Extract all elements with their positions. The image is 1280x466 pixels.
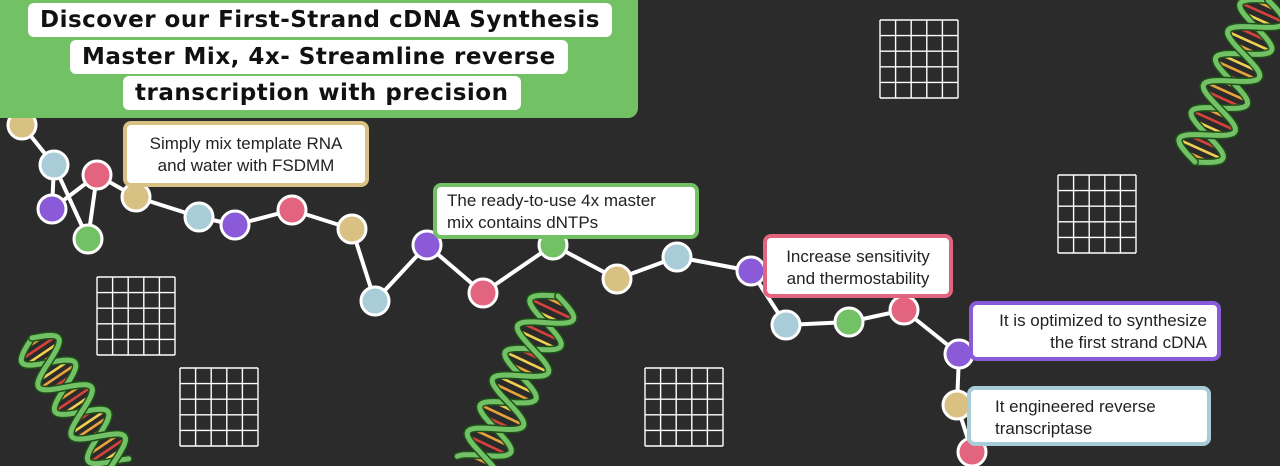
callout-line: Simply mix template RNA (149, 134, 343, 153)
grid-pattern-icon (96, 276, 176, 356)
chain-node (36, 193, 68, 225)
chain-node (183, 201, 215, 233)
callout-ready-to-use: The ready-to-use 4x master mix contains … (433, 183, 699, 239)
chain-node (276, 194, 308, 226)
callout-line: It is optimized to synthesize (999, 311, 1207, 330)
callout-line: It engineered reverse (995, 397, 1156, 416)
chain-node (888, 294, 920, 326)
grid-decorations (96, 19, 1137, 447)
callout-line: mix contains dNTPs (447, 213, 599, 232)
chain-node (72, 223, 104, 255)
callout-line: the first strand cDNA (1050, 333, 1207, 352)
callout-line: and water with FSDMM (157, 156, 335, 175)
grid-pattern-icon (1057, 174, 1137, 254)
callout-engineered: It engineered reverse transcriptase (967, 386, 1211, 446)
dna-decorations (17, 0, 1280, 466)
chain-node (833, 306, 865, 338)
chain-node (359, 285, 391, 317)
chain-node (38, 149, 70, 181)
callout-line: Increase sensitivity (786, 247, 930, 266)
title-line-1: Discover our First-Strand cDNA Synthesis (28, 3, 612, 37)
chain-node (81, 159, 113, 191)
grid-pattern-icon (644, 367, 724, 447)
grid-pattern-icon (879, 19, 959, 99)
chain-node (120, 181, 152, 213)
chain-node (336, 213, 368, 245)
title-line-3: transcription with precision (123, 76, 521, 110)
callout-simply-mix: Simply mix template RNA and water with F… (123, 121, 369, 187)
callout-increase-sensitivity: Increase sensitivity and thermostability (763, 234, 953, 298)
title-panel: Discover our First-Strand cDNA Synthesis… (0, 0, 638, 118)
callout-line: and thermostability (786, 269, 930, 288)
chain-node (770, 309, 802, 341)
chain-node (411, 229, 443, 261)
chain-node (219, 209, 251, 241)
dna-helix-icon (453, 291, 578, 466)
callout-line: The ready-to-use 4x master (447, 191, 656, 210)
callout-optimized: It is optimized to synthesize the first … (969, 301, 1221, 361)
chain-node (735, 255, 767, 287)
chain-node (467, 277, 499, 309)
chain-node (601, 263, 633, 295)
node-chain (6, 109, 988, 466)
dna-helix-icon (1174, 0, 1280, 167)
grid-pattern-icon (179, 367, 259, 447)
dna-helix-icon (17, 331, 133, 466)
chain-node (661, 241, 693, 273)
callout-line: transcriptase (995, 419, 1093, 438)
title-line-2: Master Mix, 4x- Streamline reverse (70, 40, 568, 74)
